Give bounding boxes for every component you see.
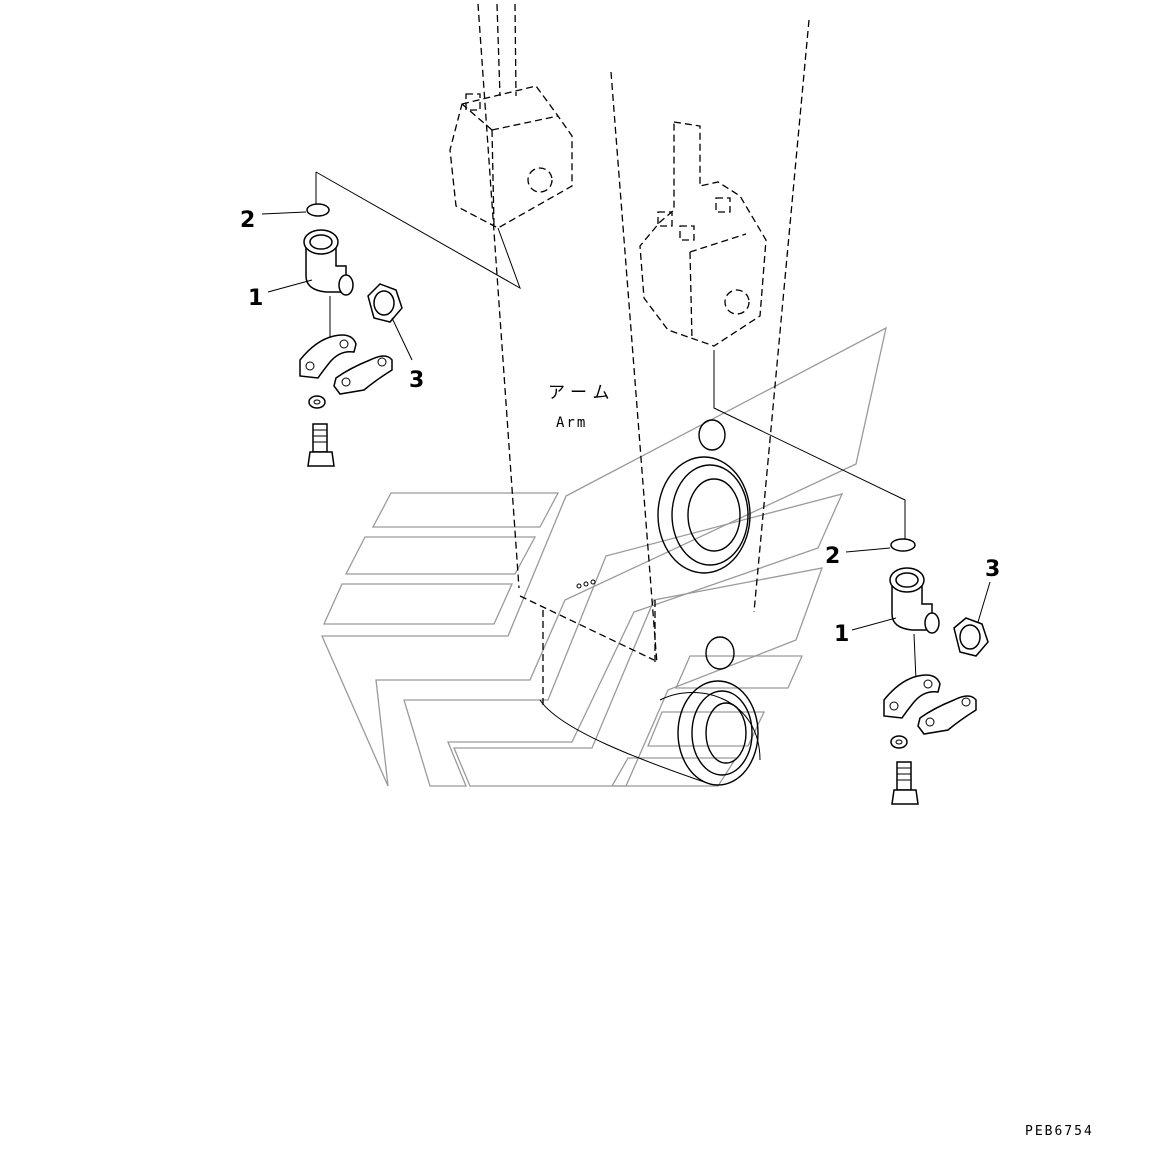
watermark-logo bbox=[321, 326, 887, 787]
right-split-flange-upper bbox=[883, 674, 941, 719]
left-split-flange-upper bbox=[299, 334, 357, 379]
callout-right-3: 3 bbox=[985, 557, 1000, 582]
lower-cylinder-block bbox=[639, 121, 767, 347]
right-bolt bbox=[891, 761, 919, 805]
right-elbow-fitting bbox=[889, 567, 940, 634]
arm-outline bbox=[449, 3, 810, 786]
callout-right-2: 2 bbox=[825, 544, 840, 569]
left-bolt bbox=[307, 423, 335, 467]
left-nut bbox=[367, 283, 403, 323]
callout-left-2: 2 bbox=[240, 208, 255, 233]
right-washer bbox=[890, 735, 908, 749]
left-washer bbox=[308, 395, 326, 409]
drawing-number: PEB6754 bbox=[1025, 1124, 1094, 1139]
upper-cylinder-block bbox=[449, 85, 573, 229]
right-fitting-assembly bbox=[883, 538, 989, 805]
left-elbow-fitting bbox=[303, 229, 354, 296]
left-fitting-assembly bbox=[299, 203, 403, 467]
left-split-flange-lower bbox=[333, 355, 393, 395]
callout-left-3: 3 bbox=[409, 368, 424, 393]
callout-right-1: 1 bbox=[834, 622, 849, 647]
right-nut bbox=[953, 617, 989, 657]
right-split-flange-lower bbox=[917, 695, 977, 735]
arm-pivot-bosses bbox=[539, 419, 761, 786]
arm-label-en: Arm bbox=[556, 415, 587, 431]
arm-label-jp: アーム bbox=[548, 383, 615, 403]
left-o-ring bbox=[306, 203, 330, 217]
grease-nipple bbox=[576, 579, 596, 589]
connector-lines bbox=[315, 171, 906, 540]
callout-leaders bbox=[261, 211, 991, 631]
right-o-ring bbox=[890, 538, 916, 552]
callout-left-1: 1 bbox=[248, 286, 263, 311]
